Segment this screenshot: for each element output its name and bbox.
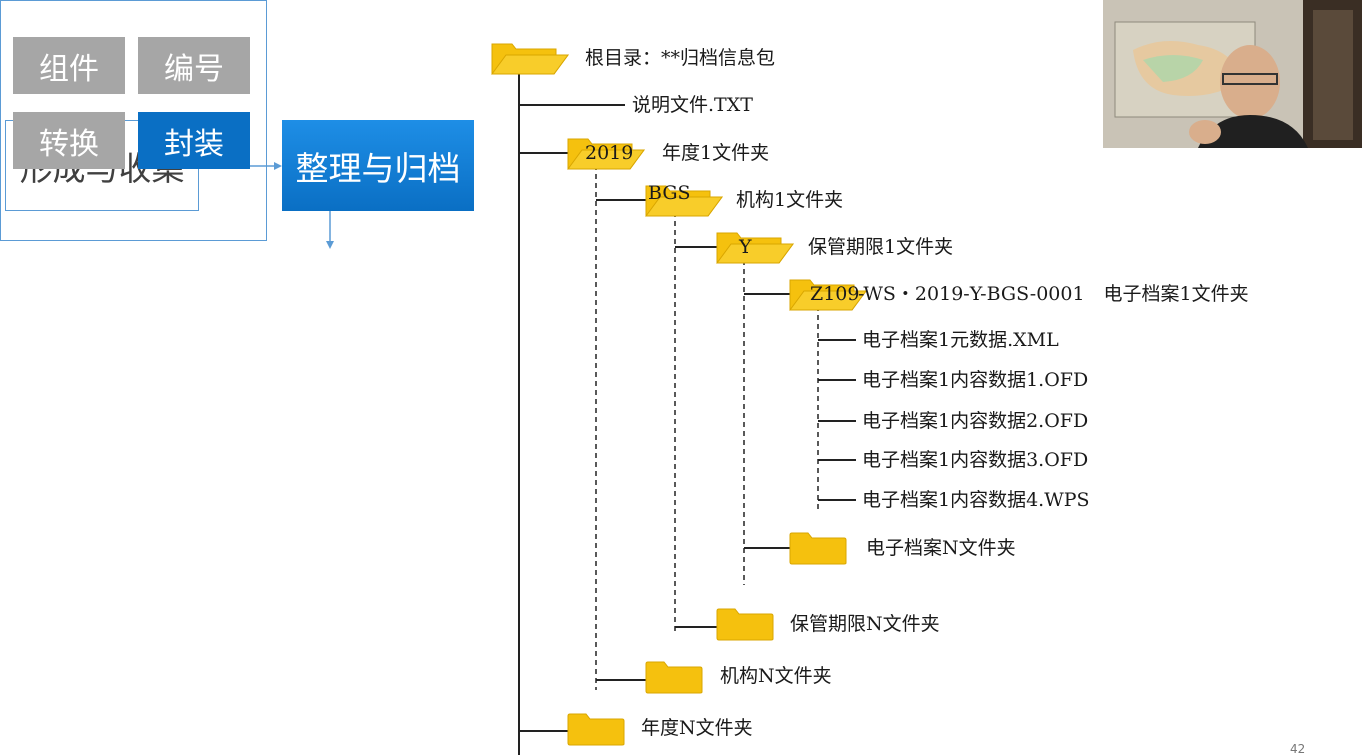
root-folder-icon bbox=[491, 43, 569, 75]
file-metadata: 电子档案1元数据.XML bbox=[862, 329, 1059, 351]
presenter-video-frame bbox=[1103, 0, 1362, 148]
recordN-folder-icon bbox=[789, 532, 847, 565]
file-content-2: 电子档案1内容数据2.OFD bbox=[862, 410, 1089, 432]
orgN-label: 机构N文件夹 bbox=[720, 665, 832, 687]
root-label: 根目录：**归档信息包 bbox=[585, 47, 776, 69]
recordN-label: 电子档案N文件夹 bbox=[866, 537, 1016, 559]
webcam-video[interactable] bbox=[1103, 0, 1362, 148]
step-convert-label: 转换 bbox=[39, 126, 99, 162]
yearN-folder-icon bbox=[567, 713, 625, 746]
file-content-1: 电子档案1内容数据1.OFD bbox=[862, 369, 1089, 391]
file-content-4: 电子档案1内容数据4.WPS bbox=[862, 489, 1090, 511]
retention1-folder-icon bbox=[716, 232, 794, 264]
step-assemble-label: 组件 bbox=[39, 51, 99, 87]
organize-label: 整理与归档 bbox=[295, 148, 461, 188]
organize-archive-box: 整理与归档 bbox=[282, 120, 474, 211]
step-numbering-label: 编号 bbox=[164, 51, 224, 87]
arrow-down-icon bbox=[326, 211, 334, 249]
retention1-folder-name: Y bbox=[739, 236, 752, 258]
year1-label: 年度1文件夹 bbox=[662, 142, 770, 164]
step-assemble: 组件 bbox=[13, 37, 125, 94]
step-convert: 转换 bbox=[13, 112, 125, 169]
steps-box: 组件 编号 转换 封装 …… bbox=[0, 0, 701, 241]
yearN-label: 年度N文件夹 bbox=[641, 717, 753, 739]
step-package-label: 封装 bbox=[164, 126, 224, 162]
step-numbering: 编号 bbox=[138, 37, 250, 94]
orgN-folder-icon bbox=[645, 661, 703, 694]
org1-folder-name: BGS bbox=[648, 182, 691, 204]
file-content-3: 电子档案1内容数据3.OFD bbox=[862, 449, 1089, 471]
record1-label: -WS・2019-Y-BGS-0001 电子档案1文件夹 bbox=[858, 283, 1249, 305]
retentionN-label: 保管期限N文件夹 bbox=[790, 613, 940, 635]
year1-folder-name: 2019 bbox=[585, 142, 634, 164]
step-package: 封装 bbox=[138, 112, 250, 169]
retentionN-folder-icon bbox=[716, 608, 774, 641]
retention1-label: 保管期限1文件夹 bbox=[808, 236, 954, 258]
readme-file-label: 说明文件.TXT bbox=[632, 94, 753, 116]
org1-label: 机构1文件夹 bbox=[736, 189, 844, 211]
page-number: 42 bbox=[1290, 742, 1306, 756]
record1-folder-name: Z109 bbox=[810, 283, 860, 305]
